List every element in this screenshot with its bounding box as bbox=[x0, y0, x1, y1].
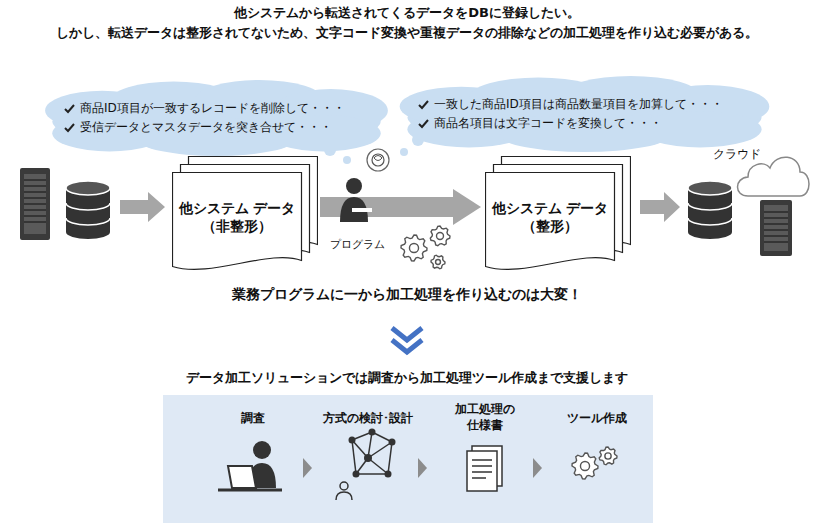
title: 他システムから転送されてくるデータをDBに登録したい。 bbox=[234, 4, 580, 22]
label: しかし、転送データは整形されてないため、文字コード変換や重複データの排除などの加… bbox=[56, 24, 758, 42]
survey-icon bbox=[218, 441, 282, 490]
document-text: 他システム データ （整形） bbox=[489, 199, 611, 235]
step-chevron bbox=[303, 458, 542, 478]
programmer-icon bbox=[340, 178, 372, 222]
label: 方式の検討･設計 bbox=[323, 410, 413, 426]
label: プログラム bbox=[330, 238, 385, 253]
flow-arrow bbox=[120, 192, 165, 222]
support-band bbox=[163, 395, 653, 523]
document-stack: 他システム データ （非整形） bbox=[172, 156, 318, 276]
cloud-shape bbox=[392, 76, 777, 152]
gear-hub bbox=[436, 260, 441, 265]
gear-hub bbox=[580, 461, 589, 470]
label: データ加工ソリューションでは調査から加工処理ツール作成まで支援します bbox=[186, 369, 628, 387]
label: ツール作成 bbox=[567, 410, 627, 426]
document-stack: 他システム データ （整形） bbox=[485, 156, 631, 276]
label: 業務プログラムに一から加工処理を作り込むのは大変！ bbox=[232, 285, 582, 304]
thought-cloud: 一致した商品ID項目は商品数量項目を加算して・・・商品名項目は文字コードを変換し… bbox=[392, 76, 777, 152]
check-mark bbox=[64, 103, 75, 114]
gear-hub bbox=[437, 233, 444, 240]
gear bbox=[401, 235, 427, 261]
document-shape bbox=[172, 156, 318, 276]
server-icon bbox=[20, 168, 50, 240]
process-arrow bbox=[320, 197, 455, 217]
label: クラウド bbox=[713, 146, 761, 162]
down-chevron bbox=[392, 328, 422, 352]
check-mark bbox=[418, 99, 429, 110]
thought-cloud: 商品ID項目が一致するレコードを削除して・・・受信データとマスタデータを突き合せ… bbox=[38, 80, 395, 156]
flow-arrow bbox=[640, 192, 680, 222]
document-shape bbox=[485, 156, 631, 276]
cloud-text: 商品名項目は文字コードを変換して・・・ bbox=[434, 114, 662, 133]
spec-document-icon bbox=[467, 446, 502, 491]
idea-icon bbox=[367, 149, 389, 171]
check-mark bbox=[64, 122, 75, 133]
cloud-text: 商品ID項目が一致するレコードを削除して・・・ bbox=[80, 99, 345, 118]
cloud-text: 受信データとマスタデータを突き合せて・・・ bbox=[80, 118, 332, 137]
cloud-shape bbox=[38, 80, 395, 156]
server-icon bbox=[760, 200, 792, 256]
gear-hub bbox=[409, 243, 418, 252]
document-text: 他システム データ （非整形） bbox=[176, 199, 298, 235]
cloud-text: 一致した商品ID項目は商品数量項目を加算して・・・ bbox=[434, 95, 723, 114]
gear bbox=[430, 226, 450, 246]
label: 調査 bbox=[241, 410, 265, 426]
database-icon bbox=[66, 181, 110, 239]
gear-hub bbox=[605, 453, 611, 459]
cloud-icon bbox=[738, 157, 810, 196]
check-mark bbox=[418, 118, 429, 129]
database-icon bbox=[688, 181, 732, 239]
gear bbox=[572, 453, 598, 479]
gear bbox=[431, 255, 445, 269]
label: 加工処理の 仕様書 bbox=[445, 401, 525, 433]
network-icon bbox=[336, 429, 396, 501]
gear bbox=[599, 447, 617, 465]
